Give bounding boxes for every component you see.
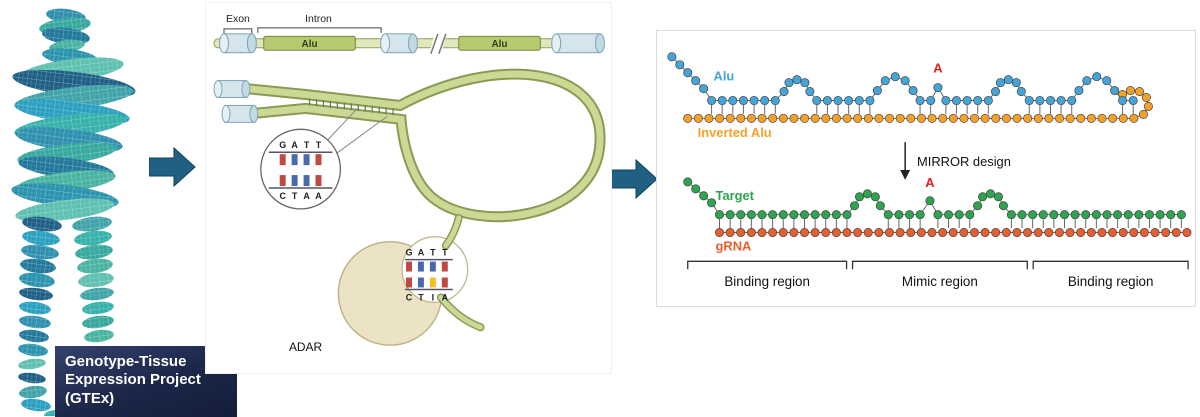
base-letter: T [304,140,310,150]
grna-pairing-ticks [719,219,1182,229]
alu-element-box: Alu [458,35,541,51]
exon-cylinder [213,80,251,98]
target-strand-label: Target [716,188,755,203]
mosaic-body-tiles [11,8,136,416]
exon-cylinder [551,33,605,54]
base-letter: T [418,292,424,302]
region-brackets: Binding region Mimic region Binding regi… [687,260,1189,289]
alu-element-box: Alu [263,35,356,51]
adar-label: ADAR [289,340,323,354]
binding-region-bracket [687,260,848,270]
base-letter: A [315,191,322,201]
exon-cylinder [219,33,257,54]
target-strand [683,177,1186,220]
adar-basepairs: G A T T C T I A [405,248,453,302]
gene-structure-diagram: Exon Intron Alu [213,14,605,55]
exon-cylinder [221,104,259,123]
duplex-basepair-hatching [308,98,394,116]
mimic-region-label: Mimic region [902,274,978,289]
rna-loop-tube [242,70,604,221]
base-letter-inosine: I [432,292,434,302]
exon-label: Exon [226,14,250,25]
mirror-design-label: MIRROR design [917,154,1011,169]
zoom-leader-line [335,115,388,155]
base-letter: T [316,140,322,150]
base-letter: C [406,292,413,302]
sequence-break-mark [428,32,447,55]
base-letter: G [406,248,413,258]
rna-stub [438,294,484,330]
base-letter: T [442,248,448,258]
base-letter: A [418,248,425,258]
intron-label: Intron [305,14,332,25]
alu-box-label: Alu [492,39,508,50]
inverted-alu-strand-label: Inverted Alu [698,125,772,140]
base-letter: C [279,191,286,201]
exon-bracket [223,28,253,34]
base-letter: A [291,140,298,150]
gtex-caption-line3: (GTEx) [65,389,115,407]
alu-box-label: Alu [302,39,318,50]
arrow-down-icon [900,169,911,180]
zoom-leader-line [327,108,358,141]
flow-arrow-icon [611,158,658,200]
edited-adenosine-label: A [933,61,942,76]
alu-strand-label: Alu [714,69,735,84]
zoom-basepairs: G A T T C T A A [268,140,333,201]
alu-strand [667,52,1138,106]
edited-adenosine-label: A [925,175,934,190]
binding-region-label: Binding region [724,274,810,289]
pre-mrna-fold-diagram: G A T T C T A A [213,68,606,222]
adar-enzyme-diagram: G A T T C T I A ADAR [289,213,485,354]
alu-pairing-ticks [711,104,1134,114]
basepair-zoom-circle [260,128,342,210]
alu-editing-panel: Exon Intron Alu [205,2,612,374]
mirror-design-panel: Alu Inverted Alu A MIRROR design Target … [656,30,1196,307]
binding-region-bracket [1032,260,1189,270]
grna-strand-label: gRNA [716,238,752,253]
mirror-design-arrow: MIRROR design [900,142,1011,180]
base-letter: G [279,140,286,150]
base-letter: A [442,292,449,302]
human-mosaic-figure [11,8,136,416]
gtex-caption-line1: Genotype-Tissue [65,353,187,370]
flow-arrow-icon [149,146,196,188]
grna-strand [714,228,1192,238]
mimic-region-bracket [851,260,1028,270]
binding-region-label: Binding region [1068,274,1154,289]
edited-inosine-paddle [429,277,436,288]
intron-bracket [257,27,382,33]
rna-stub [443,215,462,249]
base-letter: T [292,191,298,201]
inverted-alu-strand [683,86,1153,123]
exon-cylinder [380,33,418,54]
base-letter: A [303,191,310,201]
base-letter: T [430,248,436,258]
gtex-caption-line2: Expression Project [65,371,201,389]
